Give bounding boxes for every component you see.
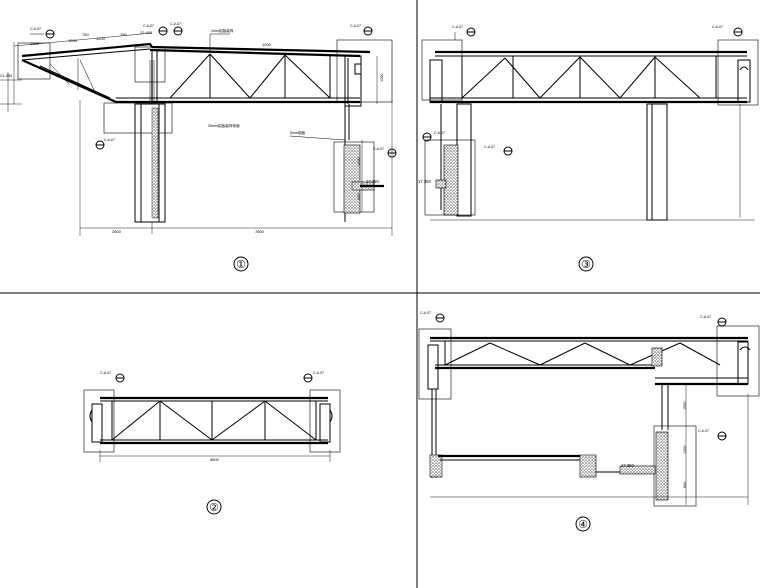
column-1 (134, 103, 166, 223)
note-1: 2mm铝板装饰 (211, 28, 234, 33)
callout-3: C-#-07 (170, 22, 183, 36)
callout-1: C-#-07 (30, 27, 55, 39)
dim-right-upper: 1200 (380, 74, 384, 82)
dim-span-2: 9600 (210, 457, 220, 462)
svg-text:C-#-07: C-#-07 (30, 27, 41, 31)
svg-text:C-#-07: C-#-07 (143, 24, 154, 28)
svg-text:C-#-07: C-#-07 (698, 429, 709, 433)
dim-right-mid: 1200 (357, 158, 361, 166)
svg-text:C-#-07: C-#-07 (484, 145, 495, 149)
callout-3-2: C-#-07 (712, 25, 743, 37)
panel-number-1: ① (236, 258, 246, 271)
svg-text:C-#-07: C-#-07 (350, 24, 361, 28)
level-right: 22.400 (140, 30, 153, 35)
panel-number-circle-1 (233, 256, 249, 272)
note-3: 5mm钢板 (290, 130, 306, 135)
detail-box-lower (103, 102, 173, 134)
svg-text:C-#-07: C-#-07 (373, 147, 384, 151)
panel-number-3: ③ (581, 258, 591, 271)
callout-4-2: C-#-07 (700, 315, 727, 327)
level-ledge: 17.350 (366, 179, 379, 184)
callout-4-3: C-#-07 (698, 429, 727, 441)
panel-2: 9600 C-#-07 C-#-07 ② (83, 371, 341, 515)
dim-top-6: 1200 (262, 42, 272, 47)
dim-right-4c: 600 (683, 482, 687, 488)
svg-text:C-#-07: C-#-07 (700, 315, 711, 319)
callout-3-3: C-#-07 (422, 131, 445, 142)
panel-1: 1563 1200 1200 750 750 1200 21.350 22.40… (0, 22, 397, 272)
panel-number-4: ④ (578, 518, 588, 531)
callout-5: C-#-07 (95, 138, 115, 150)
note-2: 25mm铝板装饰饰面 (208, 123, 240, 128)
dim-top-5: 750 (120, 32, 127, 37)
svg-text:C-#-07: C-#-07 (452, 25, 463, 29)
dim-bottom-2: 7800 (255, 229, 265, 234)
level-ledge-4: 17.350 (621, 463, 634, 468)
dim-right-4b: 1200 (683, 446, 687, 454)
panel-number-circle-2 (206, 499, 222, 515)
callout-2-2: C-#-07 (303, 371, 324, 383)
callout-3-1: C-#-07 (452, 25, 476, 40)
svg-text:C-#-07: C-#-07 (420, 311, 431, 315)
svg-text:C-#-07: C-#-07 (100, 371, 111, 375)
callout-3-4: C-#-07 (484, 145, 513, 156)
detail-box-right (336, 39, 393, 103)
dim-right-4a: 1550 (683, 402, 687, 410)
callout-6: C-#-07 (373, 147, 397, 158)
dim-top-4: 750 (82, 32, 89, 37)
dim-bottom-1: 2600 (112, 229, 122, 234)
dim-right-low: 600 (357, 194, 361, 200)
svg-text:C-#-07: C-#-07 (104, 138, 115, 142)
panel-4: 17.350 1550 1200 600 C-#-07 C-#-07 C-#-0… (418, 311, 760, 532)
detail-box-mid (134, 46, 166, 83)
dim-top-3: 1200 (96, 36, 106, 41)
dim-top-2: 1200 (68, 38, 78, 43)
level-ledge-3: 17.350 (418, 179, 431, 184)
level-left: 21.350 (0, 73, 13, 78)
callout-2: C-#-07 (143, 24, 168, 36)
panel-number-2: ② (209, 501, 219, 514)
svg-text:C-#-07: C-#-07 (170, 22, 181, 26)
panel-number-circle-3 (578, 256, 594, 272)
svg-text:C-#-07: C-#-07 (313, 371, 324, 375)
callout-2-1: C-#-07 (100, 371, 125, 383)
panel-number-circle-4 (575, 516, 591, 532)
callout-4-1: C-#-07 (420, 311, 445, 323)
svg-text:C-#-07: C-#-07 (712, 25, 723, 29)
callout-4: C-#-07 (350, 24, 373, 36)
detail-box-left (17, 42, 51, 80)
svg-text:C-#-07: C-#-07 (434, 131, 445, 135)
panel-3: 17.350 C-#-07 C-#-07 C-#-07 C-#-07 ③ (418, 25, 759, 272)
dim-top-1: 1563 (30, 41, 40, 46)
